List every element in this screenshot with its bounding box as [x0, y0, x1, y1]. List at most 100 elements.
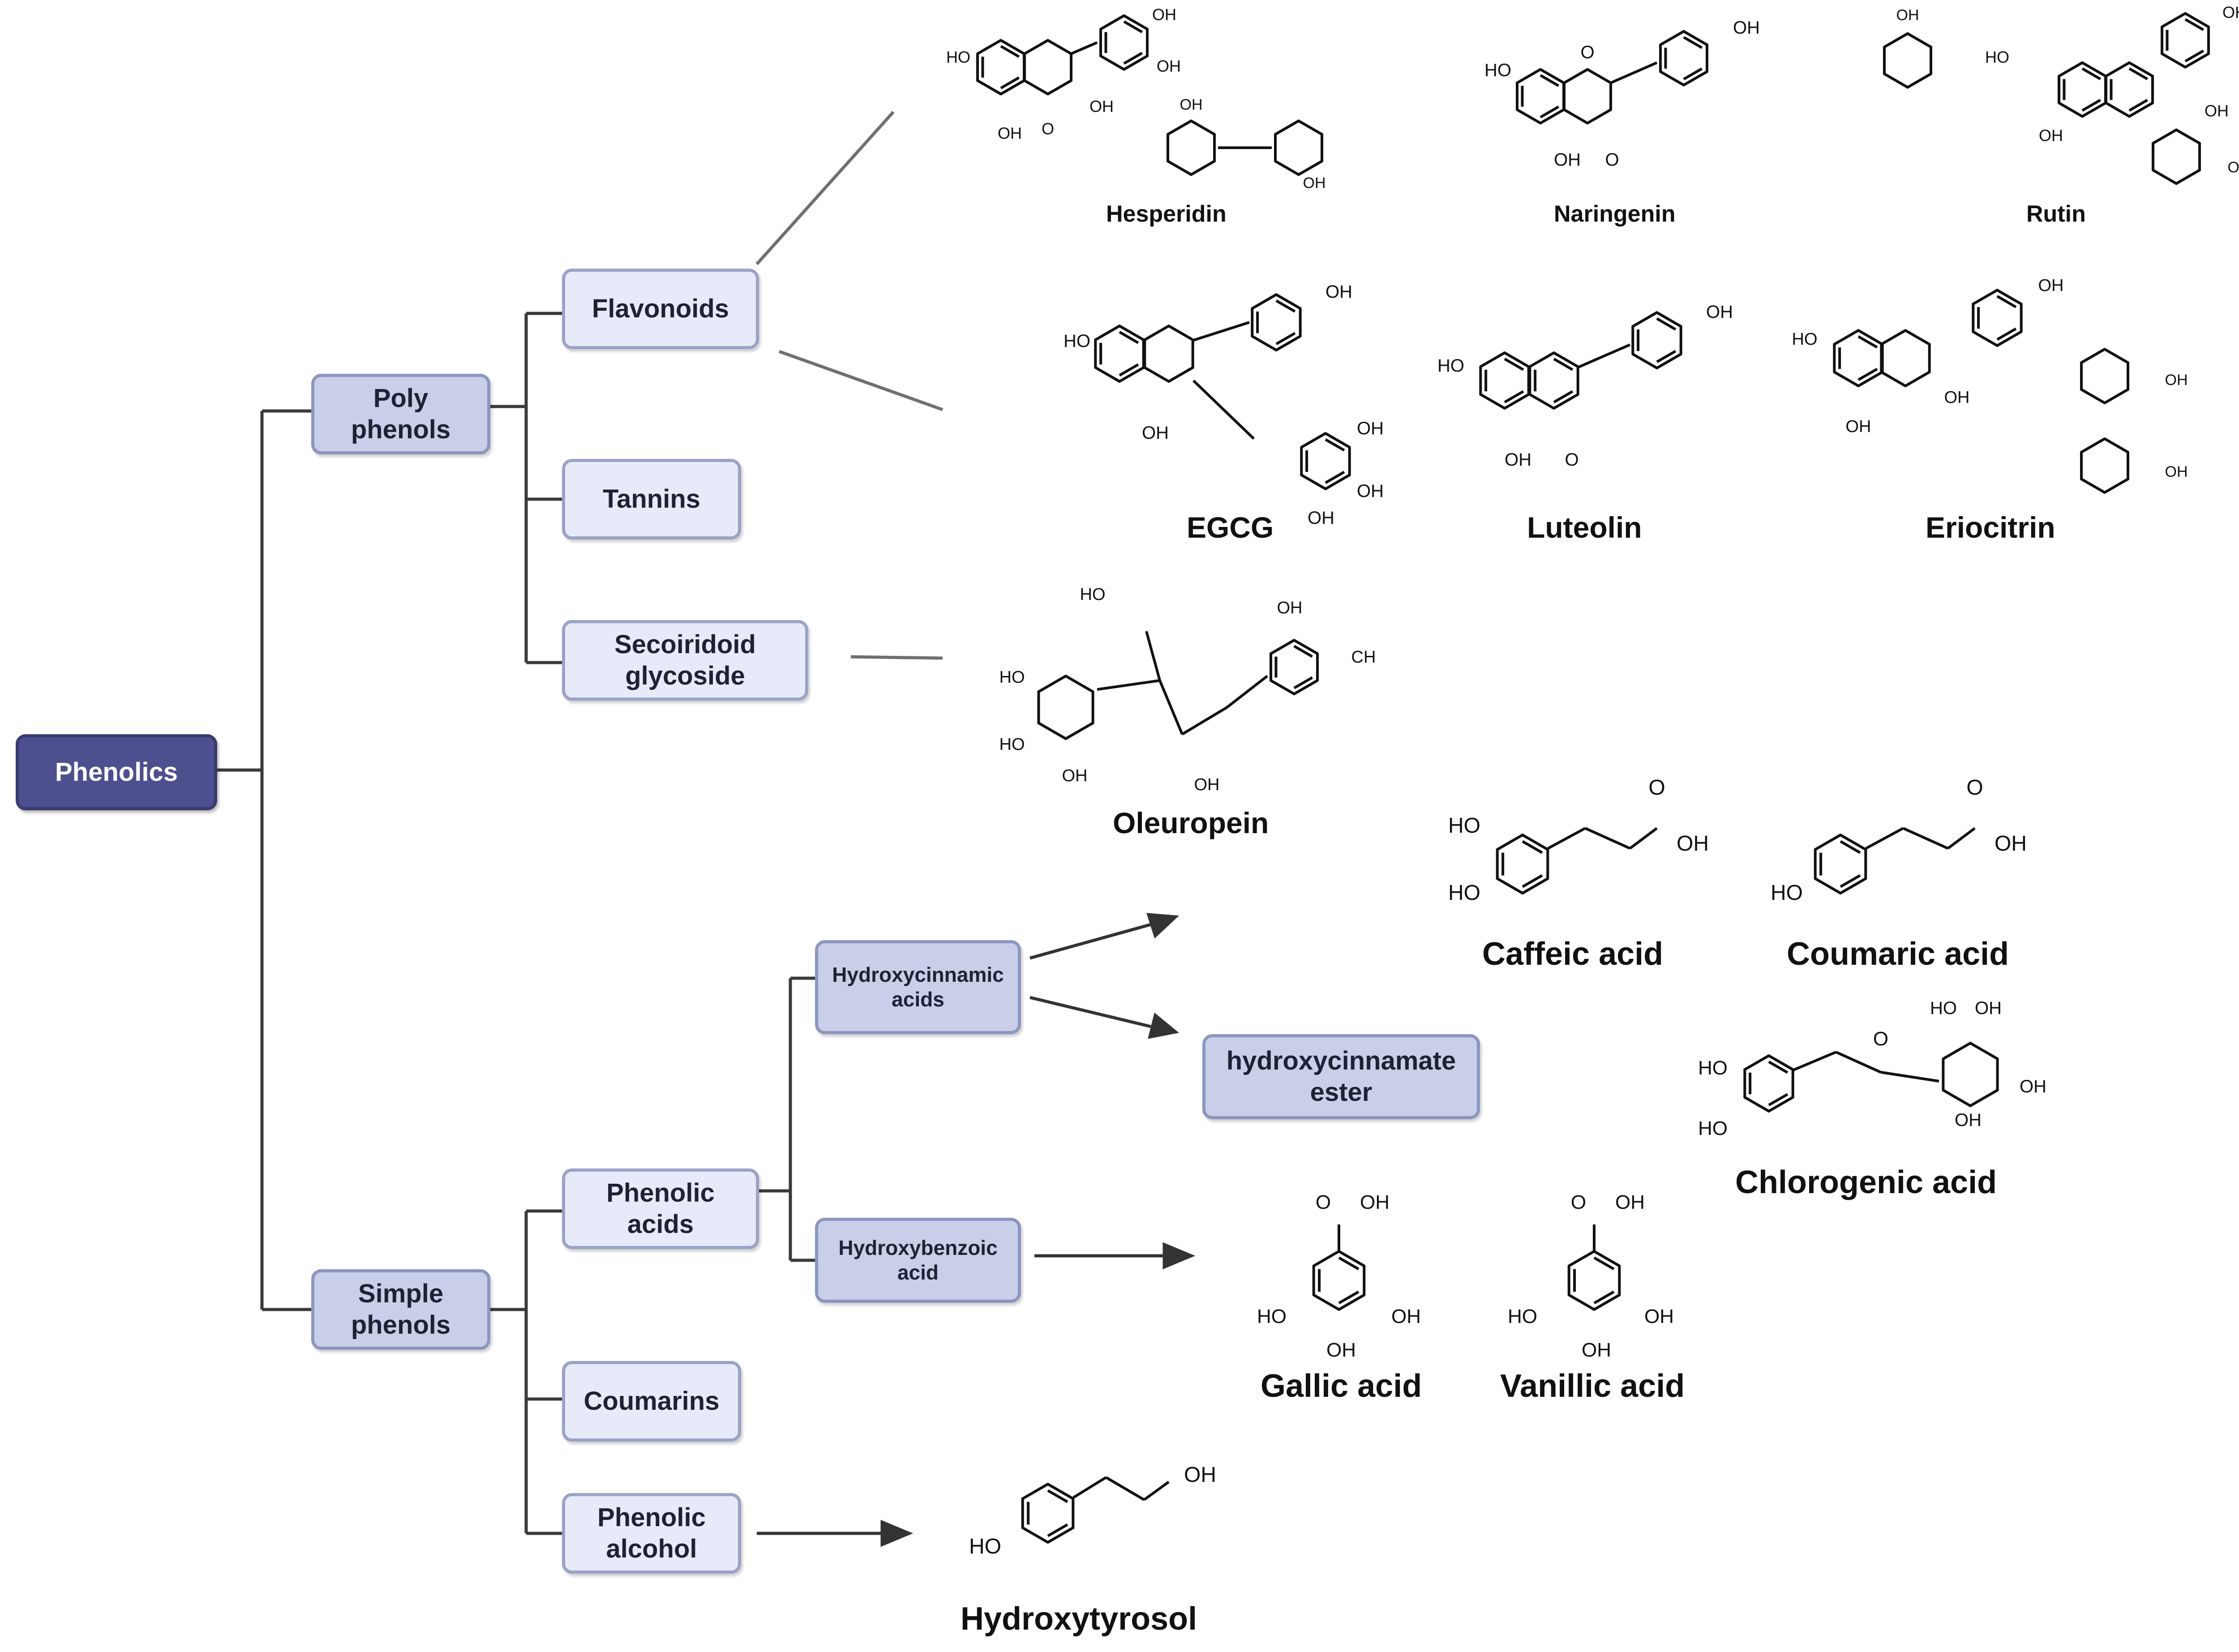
oleuropein-sugar	[1037, 675, 1094, 740]
oleuropein-ring-double-bond	[1293, 645, 1313, 658]
atom-label: HO	[999, 735, 1025, 754]
atom-label: OH	[1325, 282, 1352, 302]
atom-label: OH	[1152, 5, 1176, 24]
atom-label: OH	[1615, 1191, 1645, 1213]
hesperidin-sugar-2	[1274, 120, 1323, 176]
atom-label: OH	[1582, 1339, 1611, 1361]
label-chlorogenic-acid: Chlorogenic acid	[1735, 1164, 1997, 1200]
vanillic-ring-double-bond	[1593, 1256, 1615, 1271]
tree-connectors	[217, 312, 817, 1535]
hydroxytyrosol-chain-3	[1143, 1481, 1170, 1501]
molecule-atom-labels: HOOHOOHOHOHOHOHHOOHOOHOHOOHOHOHOHOHHOOHO…	[946, 3, 2239, 1558]
atom-label: HO	[969, 1535, 1001, 1558]
node-hydroxycinnamic-acids[interactable]: Hydroxycinnamic acids	[815, 940, 1021, 1034]
luteolin-ring-a-double-bond	[1504, 358, 1524, 371]
atom-label: HO	[1792, 330, 1818, 349]
eriocitrin-ring-a	[1833, 329, 1884, 387]
label-hydroxytyrosol: Hydroxytyrosol	[961, 1601, 1197, 1637]
atom-label: OH	[2222, 3, 2239, 21]
atom-label: OH	[1184, 1463, 1216, 1487]
hesperidin-ring-b	[1099, 14, 1149, 71]
atom-label: OH	[2228, 159, 2239, 176]
atom-label: HO	[1257, 1305, 1287, 1327]
coumaric-ring-double-bond	[1840, 874, 1861, 888]
oleuropein-link	[1226, 675, 1268, 709]
naringenin-ring-b-double-bond	[1683, 36, 1703, 49]
oleuropein-ring-double-bond	[1293, 676, 1313, 689]
oleuropein-core	[1158, 680, 1184, 735]
rutin-ring-b	[2161, 12, 2210, 68]
atom-label: HO	[1064, 331, 1090, 351]
rutin-ring-b-double-bond	[2184, 18, 2205, 31]
node-coumarins[interactable]: Coumarins	[562, 1361, 741, 1442]
rutin-ring-a-double-bond	[2081, 67, 2102, 81]
atom-label: OH	[1896, 7, 1919, 24]
coumaric-ring-double-bond	[1840, 840, 1861, 854]
gallic-ring-double-bond	[1338, 1290, 1360, 1305]
egcg-gallate-ring-double-bond	[1325, 438, 1345, 452]
atom-label: HO	[1484, 60, 1511, 80]
node-flavonoids[interactable]: Flavonoids	[562, 269, 759, 349]
eriocitrin-ring-a-double-bond	[1857, 335, 1878, 349]
atom-label: HO	[1698, 1057, 1728, 1079]
node-hydroxybenzoic-acid[interactable]: Hydroxybenzoic acid	[815, 1218, 1021, 1303]
gallic-ring-double-bond	[1338, 1256, 1360, 1271]
eriocitrin-ring-c	[1880, 329, 1931, 387]
gallic-ring	[1312, 1250, 1366, 1311]
caffeic-chain-3	[1629, 827, 1658, 850]
atom-label: O	[1042, 120, 1054, 138]
atom-label: OH	[1677, 832, 1709, 856]
node-phenolic-alcohol[interactable]: Phenolic alcohol	[562, 1493, 741, 1574]
caffeic-ring	[1496, 834, 1549, 894]
node-simple-phenols[interactable]: Simple phenols	[311, 1269, 490, 1350]
node-hydroxycinnamate-ester[interactable]: hydroxycinnamate ester	[1202, 1034, 1480, 1119]
eriocitrin-ring-b	[1972, 289, 2023, 347]
atom-label: OH	[1944, 388, 1970, 407]
egcg-gallate-ring-double-bond	[1325, 471, 1345, 484]
atom-label: O	[1580, 43, 1594, 62]
egcg-ring-b	[1251, 293, 1302, 351]
atom-label: OH	[1303, 175, 1326, 192]
rutin-ring-c-double-bond	[2128, 98, 2149, 112]
atom-label: OH	[1391, 1305, 1421, 1327]
rutin-sugar-2	[2152, 128, 2201, 185]
atom-label: HO	[1985, 48, 2009, 66]
node-tannins[interactable]: Tannins	[562, 459, 741, 539]
atom-label: OH	[1089, 97, 1114, 116]
hydroxytyrosol-chain-2	[1105, 1476, 1145, 1501]
oleuropein-core-2	[1181, 706, 1228, 736]
coumaric-chain	[1865, 827, 1904, 850]
link-lines	[755, 111, 944, 660]
chlorogenic-ester	[1880, 1071, 1939, 1083]
oleuropein-acyl	[1145, 631, 1161, 681]
node-phenolic-acids[interactable]: Phenolic acids	[562, 1168, 759, 1249]
egcg-link	[1193, 321, 1250, 342]
node-phenolics[interactable]: Phenolics	[16, 734, 217, 810]
hydroxytyrosol-chain	[1072, 1476, 1107, 1499]
luteolin-ring-a	[1479, 351, 1530, 410]
label-coumaric-acid: Coumaric acid	[1787, 936, 2009, 972]
atom-label: OH	[1062, 766, 1088, 785]
node-polyphenols[interactable]: Poly phenols	[311, 374, 490, 454]
eriocitrin-ring-a-double-bond	[1857, 368, 1878, 381]
rutin-ring-c	[2105, 61, 2154, 118]
luteolin-ring-c-double-bond	[1553, 358, 1574, 371]
eriocitrin-ring-b-double-bond	[1996, 295, 2017, 308]
luteolin-ring-b	[1631, 311, 1682, 369]
node-secoiridoid-glycoside[interactable]: Secoiridoid glycoside	[562, 620, 808, 701]
egcg-ester-bond	[1192, 379, 1255, 440]
rutin-ring-b-double-bond	[2184, 49, 2205, 63]
egcg-ring-b-double-bond	[1275, 300, 1296, 313]
luteolin-ring-c	[1528, 351, 1579, 410]
naringenin-ring-a-double-bond	[1540, 74, 1560, 87]
arrowhead-gallic	[1162, 1242, 1196, 1270]
naringenin-ring-c	[1563, 68, 1612, 124]
atom-label: HO	[1080, 585, 1106, 604]
rutin-ring-c-double-bond	[2128, 67, 2149, 81]
arrowhead-ester	[1148, 1012, 1179, 1039]
label-caffeic-acid: Caffeic acid	[1482, 936, 1664, 972]
atom-label: HO	[999, 668, 1025, 687]
atom-label: OH	[1975, 998, 2002, 1018]
coumaric-ring	[1814, 834, 1867, 894]
atom-label: O	[1605, 150, 1619, 170]
